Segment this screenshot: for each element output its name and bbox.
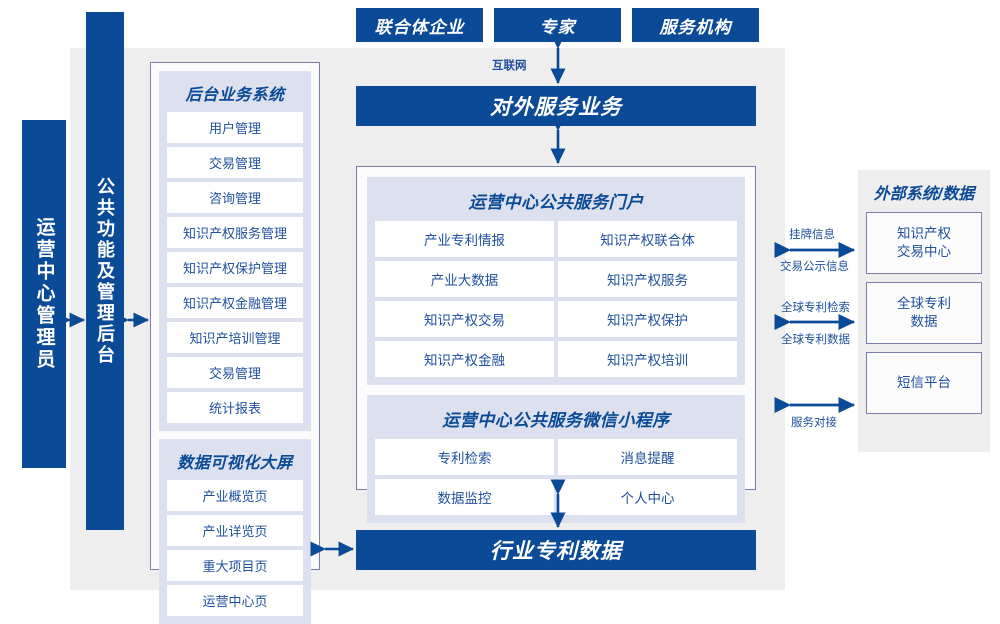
list-item[interactable]: 知识产权金融管理	[167, 287, 303, 318]
external-systems-panel: 外部系统/数据 知识产权 交易中心 全球专利 数据 短信平台	[858, 170, 990, 452]
diagram-canvas: 联合体企业 专家 服务机构 运营中心管理员 公共功能及管理后台 后台业务系统 用…	[22, 8, 990, 624]
backend-modules-panel: 后台业务系统 用户管理 交易管理 咨询管理 知识产权服务管理 知识产权保护管理 …	[150, 62, 320, 624]
external-system-label: 知识产权 交易中心	[897, 225, 951, 259]
portal-item[interactable]: 知识产权金融	[375, 341, 554, 377]
external-system-label: 全球专利 数据	[897, 295, 951, 329]
mini-program-item[interactable]: 数据监控	[375, 479, 554, 515]
group-data-visualization-screen: 数据可视化大屏 产业概览页 产业详览页 重大项目页 运营中心页	[159, 439, 311, 624]
label-global-patent-data: 全球专利数据	[781, 334, 850, 346]
portal-item[interactable]: 知识产权培训	[558, 341, 737, 377]
list-item[interactable]: 交易管理	[167, 147, 303, 178]
mini-program-item[interactable]: 个人中心	[558, 479, 737, 515]
external-systems-title: 外部系统/数据	[873, 186, 975, 203]
list-item[interactable]: 知识产权服务管理	[167, 217, 303, 248]
section-title: 运营中心公共服务门户	[468, 193, 644, 212]
group-title: 后台业务系统	[185, 87, 285, 104]
group-title: 数据可视化大屏	[177, 455, 293, 472]
external-service-business-bar[interactable]: 对外服务业务	[356, 86, 756, 126]
industry-patent-data-bar[interactable]: 行业专利数据	[356, 530, 756, 570]
actor-box-expert[interactable]: 专家	[494, 8, 621, 42]
external-system-box-sms-platform[interactable]: 短信平台	[866, 352, 982, 414]
list-item[interactable]: 知识产培训管理	[167, 322, 303, 353]
module-bar-common-function-backend[interactable]: 公共功能及管理后台	[86, 12, 124, 530]
portal-item[interactable]: 知识产权联合体	[558, 221, 737, 257]
portal-item[interactable]: 知识产权交易	[375, 301, 554, 337]
portal-item[interactable]: 知识产权服务	[558, 261, 737, 297]
list-item[interactable]: 知识产权保护管理	[167, 252, 303, 283]
group-backend-business-system: 后台业务系统 用户管理 交易管理 咨询管理 知识产权服务管理 知识产权保护管理 …	[159, 71, 311, 431]
label-trade-disclosure-info: 交易公示信息	[780, 261, 849, 273]
label-listing-info: 挂牌信息	[789, 229, 835, 241]
public-service-panel: 运营中心公共服务门户 产业专利情报 知识产权联合体 产业大数据 知识产权服务 知…	[356, 166, 756, 523]
portal-item[interactable]: 产业专利情报	[375, 221, 554, 257]
list-item[interactable]: 产业详览页	[167, 515, 303, 546]
external-system-box-global-patent-data[interactable]: 全球专利 数据	[866, 282, 982, 344]
actor-label: 联合体企业	[374, 17, 465, 37]
external-system-label: 短信平台	[897, 374, 951, 390]
mini-program-item[interactable]: 专利检索	[375, 439, 554, 475]
list-item[interactable]: 统计报表	[167, 392, 303, 423]
list-item[interactable]: 用户管理	[167, 112, 303, 143]
portal-item[interactable]: 知识产权保护	[558, 301, 737, 337]
actor-box-consortium-enterprise[interactable]: 联合体企业	[356, 8, 483, 42]
label-global-patent-search: 全球专利检索	[781, 302, 850, 314]
section-title: 运营中心公共服务微信小程序	[442, 411, 670, 430]
section-wechat-mini-program: 运营中心公共服务微信小程序 专利检索 消息提醒 数据监控 个人中心	[367, 395, 745, 523]
label-service-docking: 服务对接	[791, 417, 837, 429]
module-bar-label: 公共功能及管理后台	[95, 176, 115, 366]
mini-program-item[interactable]: 消息提醒	[558, 439, 737, 475]
bar-label: 行业专利数据	[490, 540, 622, 563]
actor-box-service-agency[interactable]: 服务机构	[632, 8, 759, 42]
portal-item[interactable]: 产业大数据	[375, 261, 554, 297]
role-bar-label: 运营中心管理员	[33, 217, 55, 371]
actor-label: 专家	[539, 17, 576, 37]
portal-item-grid: 产业专利情报 知识产权联合体 产业大数据 知识产权服务 知识产权交易 知识产权保…	[375, 221, 737, 377]
list-item[interactable]: 交易管理	[167, 357, 303, 388]
list-item[interactable]: 重大项目页	[167, 550, 303, 581]
label-internet: 互联网	[492, 60, 527, 72]
section-public-service-portal: 运营中心公共服务门户 产业专利情报 知识产权联合体 产业大数据 知识产权服务 知…	[367, 177, 745, 385]
role-bar-operation-center-admin[interactable]: 运营中心管理员	[22, 120, 66, 468]
actor-label: 服务机构	[659, 17, 732, 37]
list-item[interactable]: 产业概览页	[167, 480, 303, 511]
bar-label: 对外服务业务	[490, 96, 622, 119]
mini-program-item-grid: 专利检索 消息提醒 数据监控 个人中心	[375, 439, 737, 515]
list-item[interactable]: 咨询管理	[167, 182, 303, 213]
external-system-box-ip-trading-center[interactable]: 知识产权 交易中心	[866, 212, 982, 274]
